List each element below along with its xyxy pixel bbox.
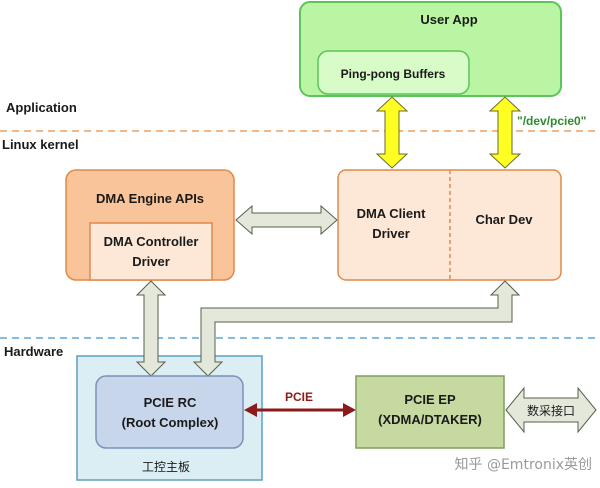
layer-label-hardware: Hardware: [4, 344, 63, 359]
industrial-motherboard-label: 工控主板: [142, 460, 190, 474]
ping-pong-buffers-label: Ping-pong Buffers: [341, 67, 446, 81]
data-interface-label: 数采接口: [527, 403, 575, 418]
user-app-title: User App: [420, 12, 477, 27]
dma-client-driver-line2: Driver: [372, 226, 410, 241]
dma-controller-driver-line2: Driver: [132, 254, 170, 269]
pcie-rc-box: [95, 375, 244, 449]
yellow-arrow-left: [375, 96, 409, 169]
dma-client-driver-line1: DMA Client: [357, 206, 427, 221]
dma-engine-apis-label: DMA Engine APIs: [96, 191, 204, 206]
data-interface-arrow: [505, 386, 597, 434]
dma-controller-driver-line1: DMA Controller: [104, 234, 199, 249]
pcie-link-label: PCIE: [285, 390, 313, 404]
pcie-ep-box: [355, 375, 505, 449]
dev-pcie0-label: "/dev/pcie0": [517, 114, 586, 128]
pcie-ep-line2: (XDMA/DTAKER): [378, 412, 482, 427]
gray-arrow-dma-engine-to-pcie-rc: [135, 280, 167, 377]
ping-pong-buffers-box: [317, 50, 470, 95]
pcie-rc-line2: (Root Complex): [122, 415, 219, 430]
yellow-arrow-right: [488, 96, 522, 169]
dma-controller-driver-box: [89, 222, 213, 281]
char-dev-label: Char Dev: [475, 212, 533, 227]
gray-arrow-dma-engine-to-client: [235, 204, 338, 236]
pcie-link-arrowhead-left: [244, 403, 257, 417]
zhihu-watermark: 知乎 @Emtronix英创: [455, 456, 592, 473]
layer-label-linux-kernel: Linux kernel: [2, 137, 79, 152]
pcie-ep-line1: PCIE EP: [404, 392, 456, 407]
layer-label-application: Application: [6, 100, 77, 115]
pcie-rc-line1: PCIE RC: [144, 395, 197, 410]
pcie-link-arrowhead-right: [343, 403, 356, 417]
